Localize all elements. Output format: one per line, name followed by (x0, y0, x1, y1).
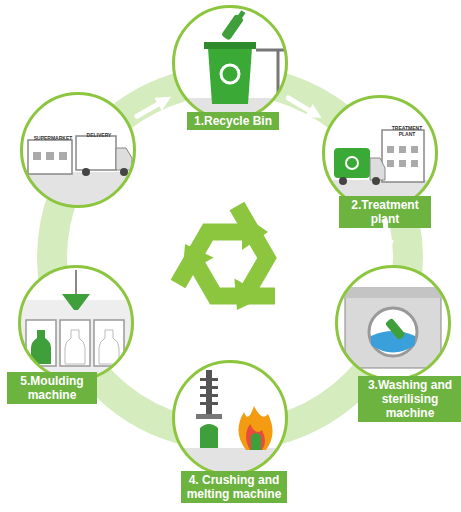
stage-label: 4. Crushing and melting machine (181, 471, 287, 503)
stage-label: 2.Treatment plant (339, 196, 431, 228)
cycle-arrow (74, 224, 79, 255)
sign-text: DELIVERY (77, 132, 121, 138)
washer-scene (345, 288, 441, 368)
sign-text: SUPERMARKET (29, 135, 77, 141)
cycle-arrow (139, 362, 172, 382)
cycle-arrow (294, 357, 334, 380)
bin-scene (170, 9, 290, 128)
stage-circle: SUPERMARKETDELIVERY (20, 92, 136, 208)
delivery-scene (20, 136, 140, 212)
stage-circle: 3.Washing and sterilising machine (335, 265, 451, 381)
stage-circle: 4. Crushing and melting machine (172, 360, 288, 476)
mould-scene (20, 270, 132, 380)
recycle-symbol (169, 206, 297, 331)
stage-circle: 2.Treatment plantTREATMENT PLANT (322, 95, 438, 211)
stage-circle: 1.Recycle Bin (172, 5, 288, 121)
crusher-scene (170, 370, 290, 478)
stage-label: 3.Washing and sterilising machine (358, 376, 461, 422)
cycle-arrow (288, 98, 316, 115)
cycle-arrow (385, 221, 387, 249)
stage-label: 5.Moulding machine (7, 372, 97, 404)
sign-text: TREATMENT PLANT (385, 125, 429, 137)
stage-label: 1.Recycle Bin (187, 112, 279, 130)
stage-circle: 5.Moulding machine (18, 265, 134, 381)
cycle-arrow (137, 100, 166, 116)
